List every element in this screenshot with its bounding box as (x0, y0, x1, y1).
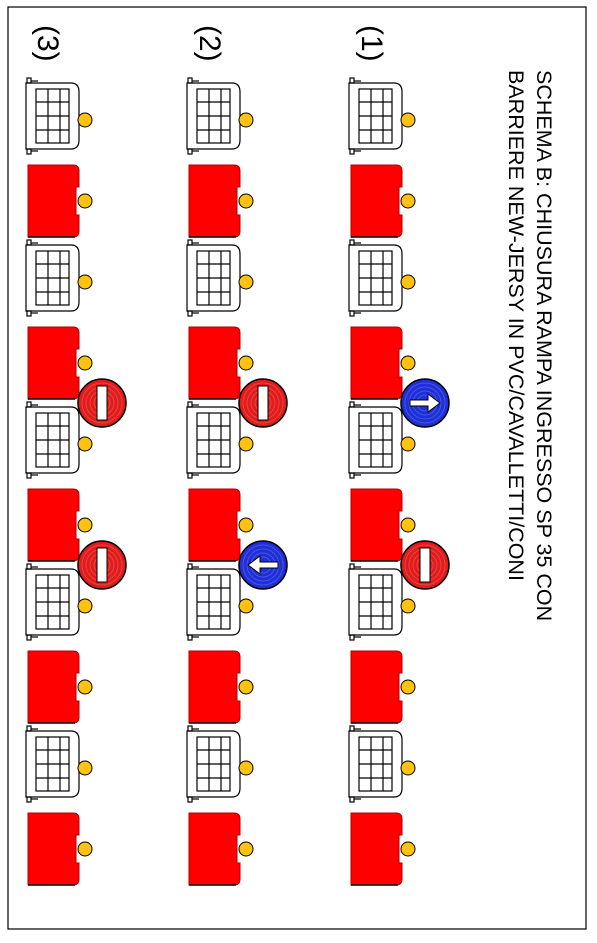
sawhorse-barrier (25, 401, 80, 479)
sawhorse-barrier (25, 239, 80, 317)
barrier-column-1 (348, 77, 450, 886)
new-jersey-barrier (350, 650, 403, 724)
traffic-cone (77, 517, 93, 533)
traffic-cone (77, 760, 93, 776)
traffic-cone (238, 355, 254, 371)
new-jersey-barrier (188, 650, 241, 724)
traffic-cone (400, 112, 416, 128)
new-jersey-barrier (27, 488, 80, 562)
new-jersey-barrier (188, 812, 241, 886)
sawhorse-barrier (186, 77, 241, 155)
traffic-cone (400, 598, 416, 614)
sawhorse-barrier (348, 77, 403, 155)
traffic-cone (77, 112, 93, 128)
sawhorse-barrier (348, 239, 403, 317)
traffic-cone (238, 274, 254, 290)
new-jersey-barrier (188, 326, 241, 400)
no-entry-sign (77, 378, 127, 428)
page-border (7, 6, 587, 930)
barrier-column-2 (186, 77, 288, 886)
new-jersey-barrier (27, 164, 80, 238)
traffic-cone (77, 436, 93, 452)
no-entry-sign (77, 540, 127, 590)
arrow-up-sign (400, 378, 450, 428)
barrier-column-3 (25, 77, 127, 886)
sawhorse-barrier (186, 725, 241, 803)
traffic-cone (238, 193, 254, 209)
traffic-cone (400, 679, 416, 695)
sawhorse-barrier (186, 563, 241, 641)
sawhorse-barrier (348, 401, 403, 479)
traffic-cone (77, 841, 93, 857)
column-label-2: (2) (193, 25, 226, 62)
column-label-3: (3) (31, 25, 64, 62)
traffic-cone (400, 436, 416, 452)
sawhorse-barrier (25, 563, 80, 641)
new-jersey-barrier (350, 812, 403, 886)
traffic-cone (77, 679, 93, 695)
traffic-cone (238, 679, 254, 695)
sawhorse-barrier (25, 77, 80, 155)
sawhorse-barrier (348, 563, 403, 641)
sawhorse-barrier (186, 239, 241, 317)
new-jersey-barrier (350, 164, 403, 238)
new-jersey-barrier (27, 326, 80, 400)
traffic-cone (400, 274, 416, 290)
new-jersey-barrier (188, 488, 241, 562)
traffic-cone (400, 355, 416, 371)
traffic-cone (77, 193, 93, 209)
new-jersey-barrier (188, 164, 241, 238)
barrier-columns (25, 77, 450, 886)
traffic-cone (77, 274, 93, 290)
traffic-cone (400, 517, 416, 533)
traffic-cone (400, 841, 416, 857)
no-entry-sign (400, 540, 450, 590)
new-jersey-barrier (27, 650, 80, 724)
title-line-2: BARRIERE NEW-JERSY IN PVC/CAVALLETTI/CON… (504, 70, 528, 581)
no-entry-sign (238, 378, 288, 428)
new-jersey-barrier (27, 812, 80, 886)
traffic-cone (400, 760, 416, 776)
sawhorse-barrier (348, 725, 403, 803)
traffic-cone (238, 112, 254, 128)
column-label-1: (1) (355, 25, 388, 62)
arrow-down-sign (238, 540, 288, 590)
traffic-cone (238, 760, 254, 776)
sawhorse-barrier (186, 401, 241, 479)
title-line-1: SCHEMA B: CHIUSURA RAMPA INGRESSO SP 35 … (532, 70, 556, 621)
traffic-cone (77, 598, 93, 614)
new-jersey-barrier (350, 488, 403, 562)
traffic-cone (238, 436, 254, 452)
traffic-cone (400, 193, 416, 209)
traffic-cone (238, 517, 254, 533)
new-jersey-barrier (350, 326, 403, 400)
traffic-cone (238, 598, 254, 614)
sawhorse-barrier (25, 725, 80, 803)
traffic-cone (77, 355, 93, 371)
traffic-cone (238, 841, 254, 857)
